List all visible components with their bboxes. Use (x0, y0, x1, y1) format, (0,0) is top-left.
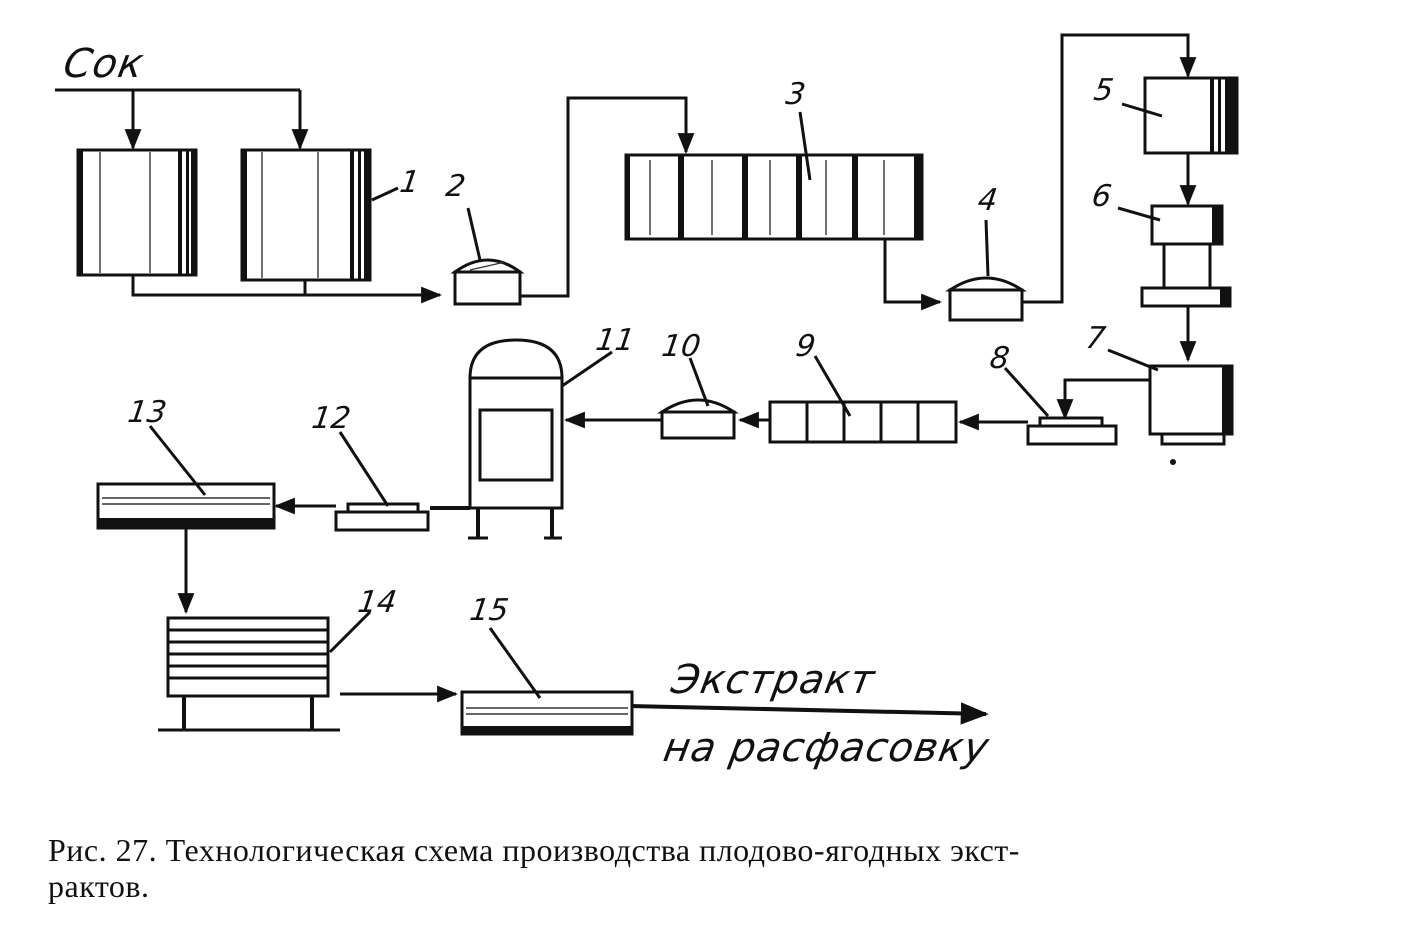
tank-1b (240, 148, 372, 282)
input-label-juice: Сок (59, 41, 148, 87)
caption-line-2: рактов. (48, 868, 150, 904)
unit-9 (768, 400, 958, 444)
filter-press-3 (624, 153, 924, 241)
tanks-outflow (131, 275, 443, 304)
output-label-extract: Экстракт (667, 657, 879, 703)
juice-input-line (55, 88, 309, 151)
pump-2 (450, 258, 525, 306)
number-label-14: 14 (355, 585, 399, 620)
vessel-11 (468, 338, 564, 540)
unit-6 (1140, 204, 1232, 308)
pump-10 (657, 398, 739, 440)
number-label-10: 10 (659, 329, 703, 364)
number-label-12: 12 (309, 401, 353, 436)
output-label-packaging: на расфасовку (659, 725, 993, 771)
unit-12 (334, 502, 430, 532)
tray-15 (460, 690, 634, 736)
number-label-13: 13 (125, 395, 169, 430)
unit-8 (1026, 416, 1118, 446)
figure-caption: Рис. 27. Технологическая схема производс… (48, 832, 1248, 904)
number-label-15: 15 (467, 593, 511, 628)
tank-5 (1143, 76, 1239, 155)
unit-7 (1148, 364, 1234, 465)
number-label-11: 11 (593, 323, 637, 358)
tray-13 (96, 482, 276, 530)
unit-14 (158, 616, 340, 732)
caption-line-1: Рис. 27. Технологическая схема производс… (48, 832, 1020, 868)
pump-4 (945, 276, 1027, 322)
tank-1a (76, 148, 198, 277)
